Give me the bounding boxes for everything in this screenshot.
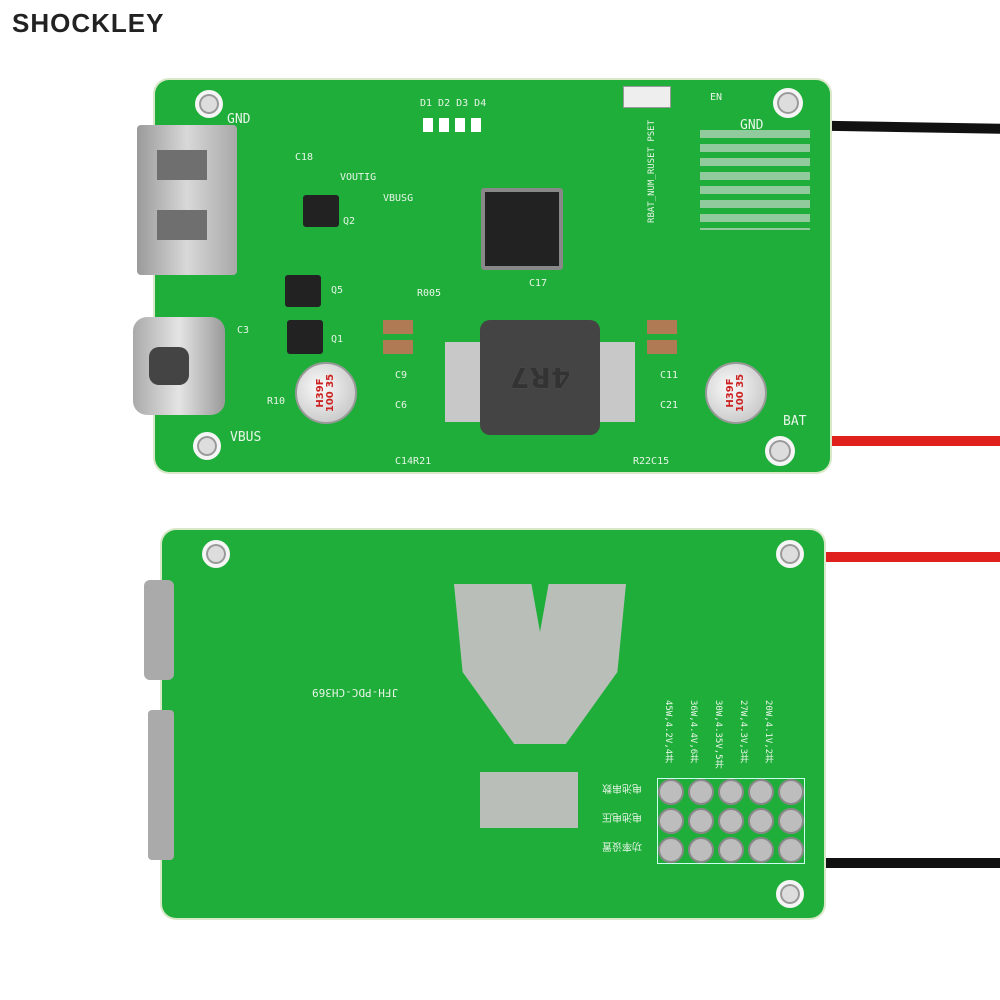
capacitor-marking: H39F 100 35: [725, 373, 746, 413]
label-voutig: VOUTIG: [340, 172, 377, 183]
label-r005: R005: [417, 288, 442, 299]
config-label: 45W,4.2V,4并: [663, 700, 673, 764]
config-label: 30W,4.35V,5并: [713, 700, 723, 769]
mosfet-q5: [285, 275, 321, 307]
config-label: 20W,4.1V,2并: [763, 700, 773, 764]
label-c9: C9: [395, 370, 408, 381]
label-c11: C11: [660, 370, 679, 381]
bottom-pcb-board: JFH-PDC-CH369 45W,4.2V,4并 36W,4.4V,6并 30…: [144, 530, 825, 918]
mount-hole: [195, 90, 223, 118]
copper-pad: [454, 584, 626, 744]
mosfet-q2: [303, 195, 339, 227]
label-c6: C6: [395, 400, 408, 411]
controller-ic: [481, 188, 563, 270]
label-vbus: VBUS: [230, 430, 262, 445]
label-bat: BAT: [783, 414, 807, 429]
inductor-body: 4R7: [480, 320, 600, 435]
label-c21: C21: [660, 400, 679, 411]
config-row-label: 功率设置: [602, 840, 642, 851]
model-label: JFH-PDC-CH369: [312, 686, 399, 699]
mount-hole: [193, 432, 221, 460]
label-c14r21: C14R21: [395, 456, 432, 467]
label-q5: Q5: [331, 285, 344, 296]
mount-hole: [776, 880, 804, 908]
resistor-array: [700, 130, 810, 230]
label-r22c15: R22C15: [633, 456, 670, 467]
mount-hole: [776, 540, 804, 568]
label-r10: R10: [267, 396, 286, 407]
label-c3: C3: [237, 325, 250, 336]
label-q1: Q1: [331, 334, 344, 345]
label-rset: RBAT_NUM_RUSET PSET: [647, 120, 657, 223]
config-label: 27W,4.3V,3并: [738, 700, 748, 764]
usb-c-port-back: [144, 580, 174, 680]
config-column-labels: 45W,4.2V,4并 36W,4.4V,6并 30W,4.35V,5并 27W…: [662, 700, 825, 769]
mosfet-q1: [287, 320, 323, 354]
copper-pad-lower: [480, 772, 578, 828]
electrolytic-capacitor: H39F 100 35: [705, 362, 767, 424]
ceramic-capacitors: [647, 320, 677, 360]
led-indicators: [423, 118, 485, 132]
inductor-marking: 4R7: [509, 361, 571, 394]
capacitor-marking: H39F 100 35: [315, 373, 336, 413]
label-leds: D1 D2 D3 D4: [420, 98, 487, 109]
electrolytic-capacitor: H39F 100 35: [295, 362, 357, 424]
label-en: EN: [710, 92, 723, 103]
label-gnd-left: GND: [227, 112, 251, 127]
top-pcb-board: GND VBUS GND BAT EN VOUTIG VBUSG D1 D2 D…: [133, 80, 830, 472]
mount-hole: [202, 540, 230, 568]
config-row-label: 电池电压: [602, 811, 642, 822]
label-c18: C18: [295, 152, 314, 163]
ceramic-capacitors: [383, 320, 413, 360]
config-row-labels: 电池串数 电池电压 功率设置: [602, 782, 642, 855]
usb-c-port[interactable]: [133, 317, 225, 415]
label-q2: Q2: [343, 216, 356, 227]
bat-terminal: [765, 436, 795, 466]
config-label: 36W,4.4V,6并: [688, 700, 698, 764]
label-gnd-right: GND: [740, 118, 764, 133]
brand-logo: SHOCKLEY: [12, 8, 165, 38]
solder-jumper-grid[interactable]: [657, 778, 805, 864]
label-c17: C17: [529, 278, 548, 289]
usb-a-port[interactable]: [137, 125, 237, 275]
en-switch[interactable]: [623, 86, 671, 108]
red-wire-top: [790, 436, 1000, 446]
red-wire-bottom: [800, 552, 1000, 562]
config-row-label: 电池串数: [602, 782, 642, 793]
black-wire-bottom: [800, 858, 1000, 868]
label-vbusg: VBUSG: [383, 193, 414, 204]
gnd-terminal: [773, 88, 803, 118]
usb-a-port-back: [148, 710, 174, 860]
